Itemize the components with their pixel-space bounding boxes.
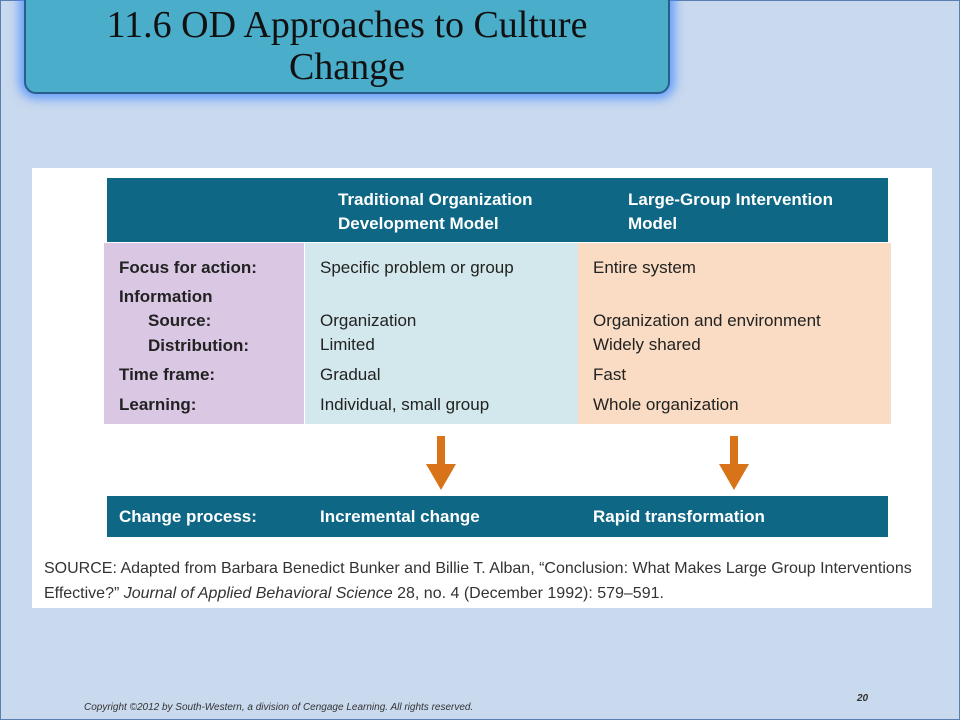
row-label: Information [119, 287, 213, 306]
large-group-cell: Widely shared [593, 335, 701, 354]
source-suffix: 28, no. 4 (December 1992): 579–591. [392, 585, 664, 602]
traditional-cell: Organization [320, 311, 417, 330]
process-traditional: Incremental change [320, 507, 480, 526]
slide-title-box: 11.6 OD Approaches to Culture Change [24, 0, 670, 94]
header-large-group-line2: Model [628, 214, 678, 233]
row-label: Focus for action: [119, 258, 257, 277]
page-number: 20 [857, 693, 869, 704]
traditional-cell: Individual, small group [320, 395, 490, 414]
change-process-row: Change process: Incremental change Rapid… [107, 496, 888, 537]
header-large-group-line1: Large-Group Intervention [628, 190, 833, 209]
traditional-cell: Limited [320, 335, 375, 354]
large-group-column: Entire system Organization and environme… [578, 243, 891, 424]
large-group-cell: Entire system [593, 258, 696, 277]
traditional-cell: Gradual [320, 365, 381, 384]
down-arrow-icon [719, 436, 749, 490]
source-journal: Journal of Applied Behavioral Science [123, 585, 393, 602]
row-label: Learning: [119, 395, 197, 414]
header-traditional-line2: Development Model [338, 214, 499, 233]
large-group-cell: Organization and environment [593, 311, 821, 330]
slide-title-line2: Change [288, 46, 406, 88]
header-large-group: Large-Group Intervention Model [628, 188, 833, 236]
header-traditional: Traditional Organization Development Mod… [338, 188, 533, 236]
table-header: Traditional Organization Development Mod… [107, 178, 888, 242]
down-arrow-icon [426, 436, 456, 490]
process-large-group: Rapid transformation [593, 507, 765, 526]
traditional-cell: Specific problem or group [320, 258, 514, 277]
source-prefix: SOURCE: Adapted from Barbara Benedict Bu… [44, 560, 912, 602]
process-label: Change process: [119, 507, 257, 526]
row-label: Time frame: [119, 365, 216, 384]
slide-title-line1: 11.6 OD Approaches to Culture [106, 4, 588, 46]
large-group-cell: Fast [593, 365, 627, 384]
traditional-column: Specific problem or group Organization L… [305, 243, 578, 424]
large-group-cell: Whole organization [593, 395, 739, 414]
source-citation: SOURCE: Adapted from Barbara Benedict Bu… [44, 556, 924, 606]
comparison-figure: Traditional Organization Development Mod… [32, 168, 932, 608]
row-label: Source: [148, 311, 212, 330]
copyright-notice: Copyright ©2012 by South-Western, a divi… [84, 702, 474, 713]
header-traditional-line1: Traditional Organization [338, 190, 533, 209]
label-column: Focus for action: Information Source: Di… [104, 243, 304, 424]
row-label: Distribution: [148, 336, 250, 355]
